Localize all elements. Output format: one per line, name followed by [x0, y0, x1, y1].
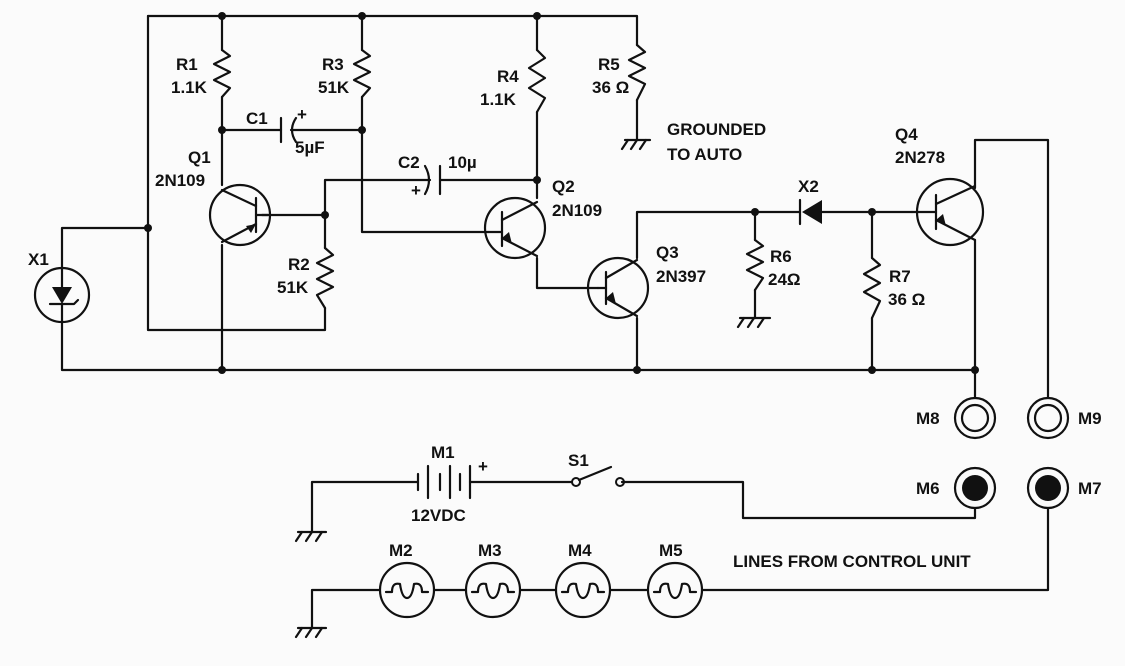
svg-text:R6: R6	[770, 247, 792, 266]
resistor-r6: R6 24Ω	[745, 238, 801, 292]
resistor-r3: R3 51K	[318, 48, 372, 99]
terminal-m9: M9	[1026, 396, 1102, 440]
svg-text:C2: C2	[398, 153, 420, 172]
svg-text:24Ω: 24Ω	[768, 270, 801, 289]
capacitor-c1: C1 + 5µF	[246, 105, 325, 157]
battery-m1: M1 + 12VDC	[411, 443, 488, 525]
diode-x2: X2	[798, 177, 822, 226]
svg-text:2N397: 2N397	[656, 267, 706, 286]
ground-r6	[736, 316, 772, 329]
switch-s1: S1	[568, 451, 625, 487]
resistor-r1: R1 1.1K	[171, 48, 232, 99]
svg-text:R5: R5	[598, 55, 620, 74]
svg-text:R3: R3	[322, 55, 344, 74]
svg-text:Q2: Q2	[552, 177, 575, 196]
svg-text:R4: R4	[497, 67, 519, 86]
lamp-m2: M2	[378, 541, 436, 619]
svg-text:36 Ω: 36 Ω	[888, 290, 925, 309]
svg-text:R1: R1	[176, 55, 198, 74]
lamp-m5: M5	[646, 541, 704, 619]
resistor-r7: R7 36 Ω	[862, 256, 925, 320]
transistor-q1: Q1 2N109	[155, 148, 272, 247]
svg-text:X1: X1	[28, 250, 49, 269]
svg-text:2N278: 2N278	[895, 148, 945, 167]
lamp-m3: M3	[464, 541, 522, 619]
ground-m1	[294, 530, 328, 543]
capacitor-c2: C2 10µ +	[398, 153, 477, 200]
svg-text:Q1: Q1	[188, 148, 211, 167]
svg-text:TO AUTO: TO AUTO	[667, 145, 742, 164]
svg-text:+: +	[411, 181, 421, 200]
svg-text:M9: M9	[1078, 409, 1102, 428]
terminal-m8: M8	[916, 396, 997, 440]
svg-text:2N109: 2N109	[155, 171, 205, 190]
transistor-q2: Q2 2N109	[483, 177, 602, 260]
svg-text:M2: M2	[389, 541, 413, 560]
svg-text:12VDC: 12VDC	[411, 506, 466, 525]
transistor-q4: Q4 2N278	[895, 125, 985, 247]
svg-text:C1: C1	[246, 109, 268, 128]
svg-text:R7: R7	[889, 267, 911, 286]
svg-text:51K: 51K	[318, 78, 350, 97]
resistor-r5: R5 36 Ω	[592, 43, 647, 102]
svg-text:R2: R2	[288, 255, 310, 274]
svg-text:M1: M1	[431, 443, 455, 462]
svg-text:S1: S1	[568, 451, 589, 470]
svg-text:2N109: 2N109	[552, 201, 602, 220]
svg-text:X2: X2	[798, 177, 819, 196]
svg-text:M7: M7	[1078, 479, 1102, 498]
wiring	[60, 14, 1050, 630]
zener-diode-x1: X1	[28, 250, 91, 324]
svg-text:M4: M4	[568, 541, 592, 560]
transistor-q3: Q3 2N397	[586, 243, 706, 320]
svg-text:M6: M6	[916, 479, 940, 498]
svg-text:+: +	[297, 105, 307, 124]
junction-dots	[144, 12, 979, 374]
resistor-r4: R4 1.1K	[480, 48, 547, 114]
svg-text:Q4: Q4	[895, 125, 918, 144]
svg-text:+: +	[478, 457, 488, 476]
terminal-m6: M6	[916, 466, 997, 510]
resistor-r2: R2 51K	[277, 246, 335, 310]
svg-text:36 Ω: 36 Ω	[592, 78, 629, 97]
svg-text:M5: M5	[659, 541, 683, 560]
ground-r5: GROUNDED TO AUTO	[620, 120, 766, 164]
control-unit-note: LINES FROM CONTROL UNIT	[733, 552, 971, 571]
svg-text:1.1K: 1.1K	[171, 78, 208, 97]
svg-text:GROUNDED: GROUNDED	[667, 120, 766, 139]
svg-text:M3: M3	[478, 541, 502, 560]
svg-text:10µ: 10µ	[448, 153, 477, 172]
lamp-m4: M4	[554, 541, 612, 619]
svg-text:Q3: Q3	[656, 243, 679, 262]
svg-text:51K: 51K	[277, 278, 309, 297]
svg-text:M8: M8	[916, 409, 940, 428]
ground-lamps	[294, 626, 328, 639]
terminal-m7: M7	[1026, 466, 1102, 510]
svg-text:5µF: 5µF	[295, 138, 325, 157]
svg-text:1.1K: 1.1K	[480, 90, 517, 109]
